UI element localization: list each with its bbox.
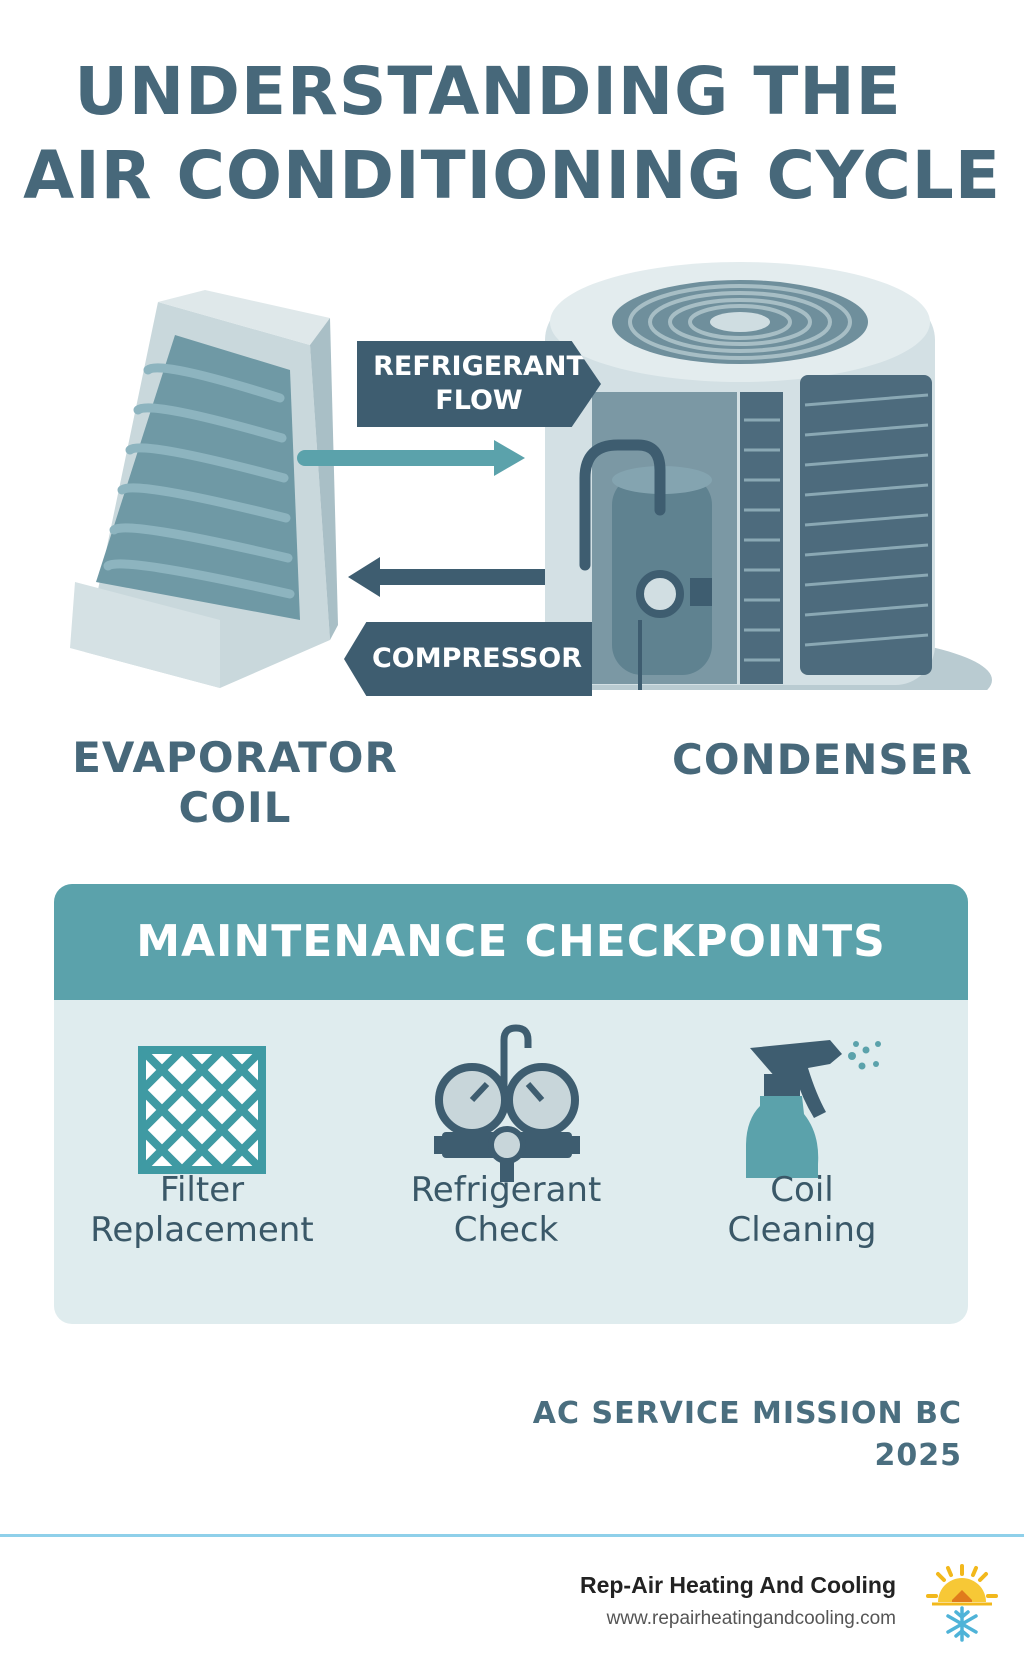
- title-line-2: AIR CONDITIONING CYCLE: [23, 137, 1001, 214]
- checkpoint-label-refrigerant: Refrigerant Check: [410, 1170, 602, 1250]
- maintenance-checkpoints-card: MAINTENANCE CHECKPOINTS: [54, 884, 968, 1324]
- evaporator-coil-icon: [70, 290, 338, 688]
- title-line-1: UNDERSTANDING THE: [74, 53, 902, 130]
- compressor-text: COMPRESSOR: [371, 643, 583, 674]
- footer-tagline: AC SERVICE MISSION BC: [532, 1396, 962, 1431]
- maintenance-heading: MAINTENANCE CHECKPOINTS: [54, 884, 968, 1000]
- brand-name: Rep-Air Heating And Cooling: [579, 1572, 896, 1598]
- checkpoint-label-filter: Filter Replacement: [90, 1170, 314, 1250]
- filter-icon: [138, 1046, 266, 1174]
- evaporator-coil-label: EVAPORATOR COIL: [72, 733, 398, 832]
- refrigerant-flow-text: REFRIGERANT FLOW: [373, 351, 585, 416]
- compressor-tag: COMPRESSOR: [344, 622, 592, 696]
- sun-snowflake-logo-icon: [926, 1564, 998, 1642]
- spray-bottle-icon: [746, 1040, 881, 1178]
- footer-divider: [0, 1534, 1024, 1537]
- gauge-manifold-icon: [434, 1024, 580, 1182]
- condenser-label: CONDENSER: [672, 735, 973, 784]
- refrigerant-flow-tag: REFRIGERANT FLOW: [357, 341, 601, 427]
- checkpoint-label-coil: Coil Cleaning: [727, 1170, 877, 1250]
- brand-url[interactable]: www.repairheatingandcooling.com: [606, 1608, 896, 1629]
- condenser-unit-icon: [545, 262, 992, 690]
- ac-cycle-diagram: [70, 262, 992, 690]
- footer-year: 2025: [874, 1438, 962, 1473]
- refrigerant-arrow-right: [297, 440, 525, 476]
